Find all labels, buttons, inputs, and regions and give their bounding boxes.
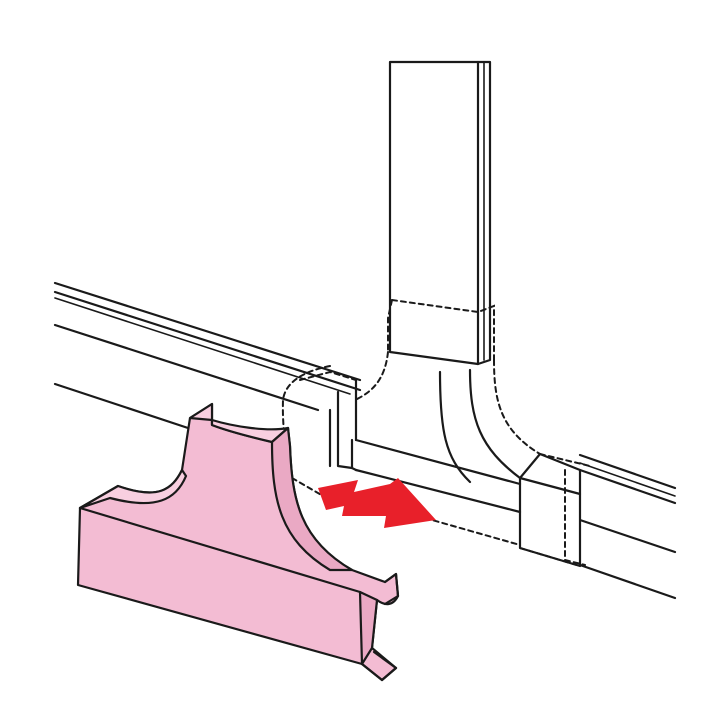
base-channel bbox=[350, 438, 522, 514]
tee-target-outline bbox=[281, 299, 591, 567]
insert-direction-arrow-icon bbox=[318, 478, 436, 528]
elbow-inner-guides bbox=[438, 368, 522, 484]
horizontal-duct-left bbox=[53, 281, 362, 470]
horizontal-duct-right bbox=[518, 452, 677, 600]
vertical-duct bbox=[388, 60, 492, 366]
tee-joint-cover-icon bbox=[76, 402, 400, 682]
